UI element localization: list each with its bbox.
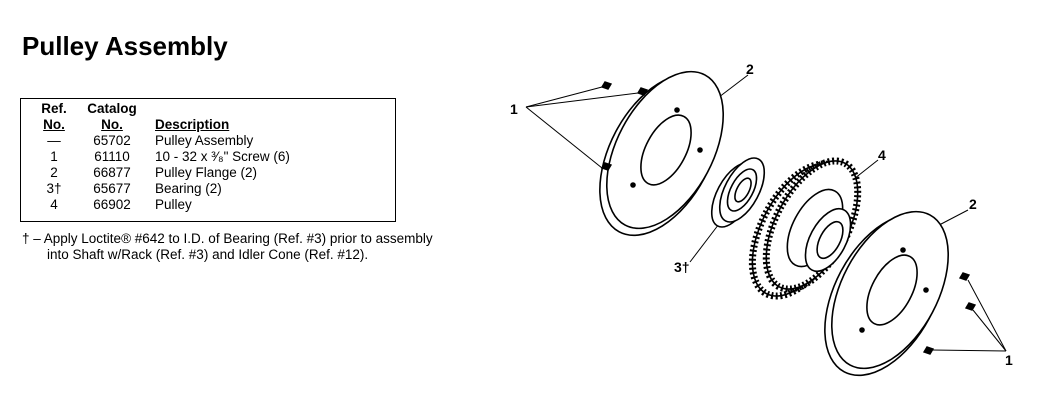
footnote-line1: † – Apply Loctite® #642 to I.D. of Beari… [22, 231, 433, 246]
ref-cell: 1 [50, 149, 58, 164]
footnote-line2: into Shaft w/Rack (Ref. #3) and Idler Co… [47, 247, 369, 262]
bearing [710, 157, 766, 228]
table-row: — 65702 Pulley Assembly [31, 133, 290, 149]
callout-pulley: 4 [878, 147, 886, 163]
description-cell: Pulley [155, 197, 192, 212]
catalog-cell: 66902 [93, 197, 131, 212]
ref-cell: 3† [46, 181, 62, 196]
callout-bearing: 3† [674, 259, 690, 275]
callout-screws-bottom: 1 [1005, 352, 1013, 368]
footnote: † – Apply Loctite® #642 to I.D. of Beari… [22, 231, 492, 263]
parts-table: Ref. No. Catalog No. Description — 65702… [20, 98, 396, 222]
header-catalog-line1: Catalog [87, 101, 137, 116]
description-cell: 10 - 32 x ³⁄₈" Screw (6) [155, 149, 290, 164]
header-ref-line1: Ref. [41, 101, 67, 116]
ref-cell: — [47, 133, 61, 148]
leader-lines [525, 74, 1007, 352]
description-cell: Bearing (2) [155, 181, 222, 196]
description-cell: Pulley Assembly [155, 133, 254, 148]
table-row: 3† 65677 Bearing (2) [31, 181, 290, 197]
header-ref-line2: No. [43, 117, 65, 132]
callout-flange-top: 2 [746, 61, 754, 77]
pulley-flange-bottom [824, 210, 950, 377]
callout-screws-top: 1 [510, 101, 518, 117]
page-title: Pulley Assembly [22, 31, 228, 61]
exploded-diagram: 1 2 4 2 3† 1 [510, 61, 1013, 377]
table-row: 2 66877 Pulley Flange (2) [31, 165, 290, 181]
description-cell: Pulley Flange (2) [155, 165, 258, 180]
ref-cell: 2 [50, 165, 58, 180]
table-row: 1 61110 10 - 32 x ³⁄₈" Screw (6) [31, 149, 290, 165]
screws-top [600, 81, 649, 171]
catalog-cell: 61110 [94, 149, 130, 164]
ref-cell: 4 [50, 197, 58, 212]
pulley [748, 157, 862, 300]
catalog-cell: 66877 [93, 165, 131, 180]
header-catalog: Catalog No. [77, 101, 147, 133]
callout-flange-bottom: 2 [969, 196, 977, 212]
screws-bottom [922, 272, 977, 355]
header-ref: Ref. No. [31, 101, 77, 133]
catalog-cell: 65702 [93, 133, 131, 148]
header-description: Description [147, 101, 290, 133]
table-row: 4 66902 Pulley [31, 197, 290, 213]
header-catalog-line2: No. [101, 117, 123, 132]
pulley-flange-top [599, 70, 725, 237]
header-description-text: Description [155, 117, 230, 132]
catalog-cell: 65677 [93, 181, 131, 196]
